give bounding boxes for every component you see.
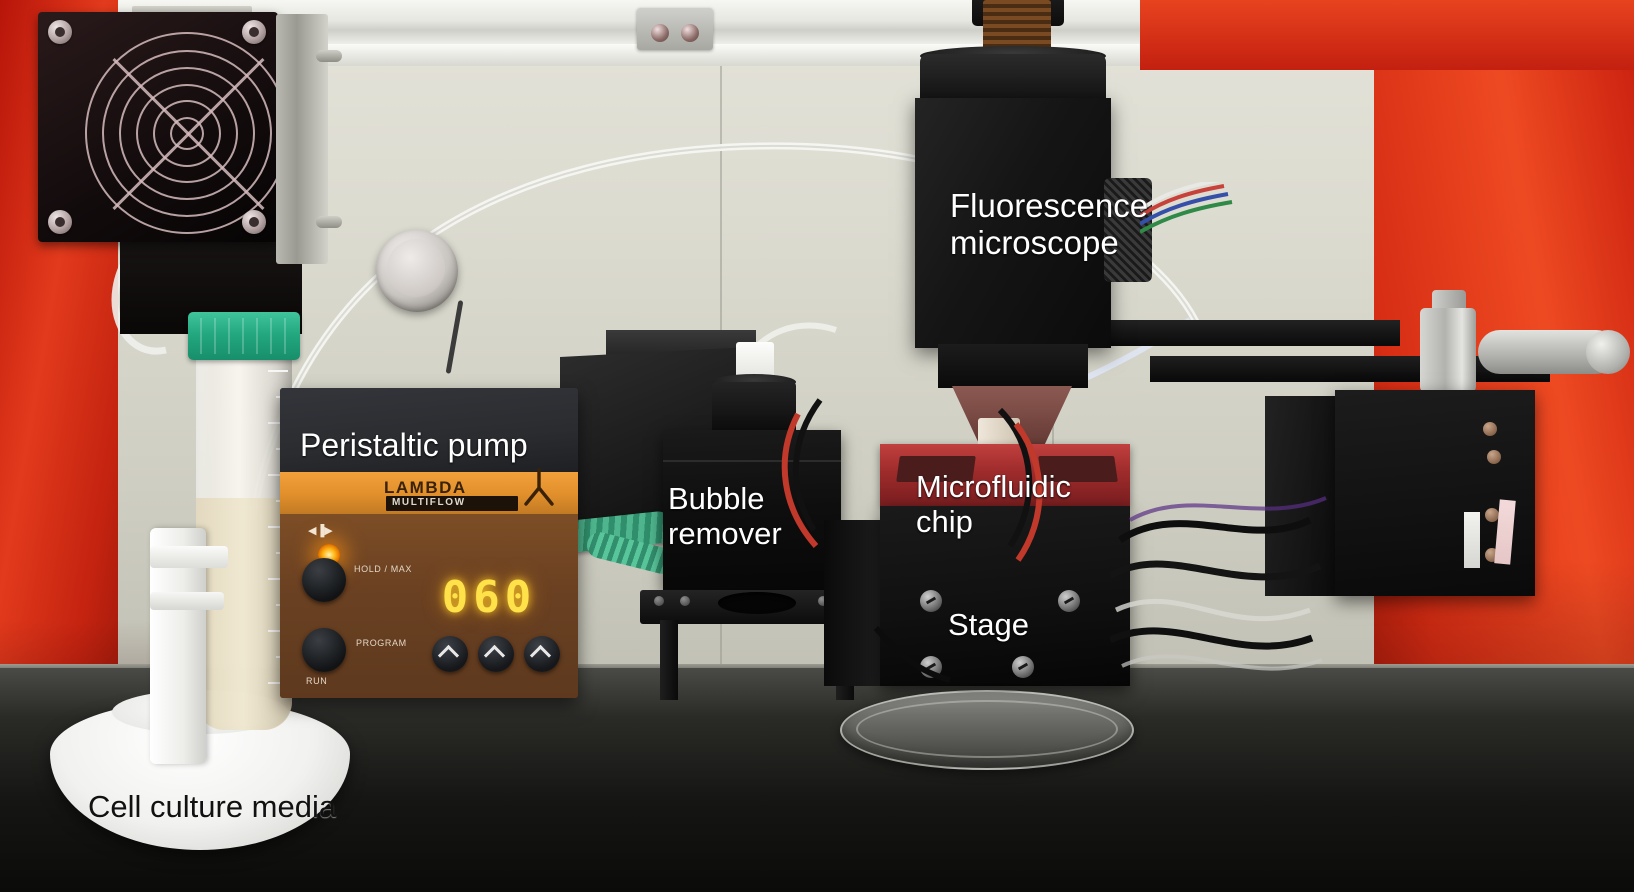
conical-tube-50ml xyxy=(196,330,292,730)
conical-tube-cap-green[interactable] xyxy=(188,312,300,360)
back-panel-knob[interactable] xyxy=(376,230,458,312)
pump-up-arrow-button-1[interactable] xyxy=(432,636,468,672)
pump-direction-icons: ◀▐▶ xyxy=(308,525,333,537)
label-stage: Stage xyxy=(948,607,1030,642)
pump-brand-label: LAMBDA xyxy=(384,478,467,497)
microscope-wire-bundle xyxy=(1140,182,1233,234)
pump-top-panel xyxy=(280,388,578,472)
fan-screw-br xyxy=(242,210,266,234)
pump-model-plate: MULTIFLOW xyxy=(386,496,518,511)
fan-grill xyxy=(84,32,290,236)
reservoir-post-clamp-lower xyxy=(150,592,224,610)
translation-stage-white-label xyxy=(1464,512,1480,568)
chip-tubing-and-wires xyxy=(781,398,1043,683)
reservoir-post-clamp-upper xyxy=(150,546,228,568)
fan-screw-tr xyxy=(242,20,266,44)
micrometer-vertical-barrel[interactable] xyxy=(1420,308,1476,392)
label-fluorescence-microscope: Fluorescence microscope xyxy=(950,187,1149,261)
fan-bracket-tab-top xyxy=(316,50,342,62)
fan-bracket-tab-bottom xyxy=(316,216,342,228)
pump-model-label: MULTIFLOW xyxy=(392,497,466,508)
fan-housing xyxy=(38,12,289,242)
label-peristaltic-pump: Peristaltic pump xyxy=(300,427,528,463)
pump-flow-display: 060 xyxy=(426,571,552,623)
pump-hold-max-button[interactable] xyxy=(302,558,346,602)
microscope-stage-body xyxy=(880,506,1130,686)
pump-run-button[interactable] xyxy=(302,628,346,672)
cable-bundle xyxy=(1110,496,1327,671)
label-cell-culture-media: Cell culture media xyxy=(88,789,337,824)
bubble-remover-base-aperture xyxy=(718,592,796,614)
bubble-remover-seam xyxy=(663,460,841,462)
stage-screw-lower-right xyxy=(1012,656,1034,678)
micrometer-horizontal-thimble[interactable] xyxy=(1586,330,1630,374)
pump-up-arrow-button-3[interactable] xyxy=(524,636,560,672)
pump-up-arrow-button-2[interactable] xyxy=(478,636,514,672)
label-microfluidic-chip: Microfluidic chip xyxy=(916,469,1072,539)
fluorescence-microscope-body xyxy=(915,98,1111,348)
fan-screw-tl xyxy=(48,20,72,44)
pump-run-label: RUN xyxy=(306,676,328,686)
pump-display-value: 060 xyxy=(441,571,537,623)
bubble-remover-cylinder xyxy=(712,382,796,432)
microscope-support-arm xyxy=(1070,320,1400,346)
peristaltic-pump-unit[interactable]: LAMBDA MULTIFLOW ◀▐▶ HOLD / MAX PROGRAM … xyxy=(280,388,578,698)
petri-dish-inner-rim xyxy=(856,700,1118,758)
fan-screw-bl xyxy=(48,210,72,234)
bubble-remover-body xyxy=(663,430,841,590)
stage-side-block xyxy=(824,520,882,686)
media-liquid-level xyxy=(196,498,292,730)
label-bubble-remover: Bubble remover xyxy=(668,481,782,551)
microscope-lower-housing xyxy=(938,344,1088,388)
translation-stage-left-block xyxy=(1265,396,1343,596)
cooling-fan-assembly xyxy=(8,6,342,334)
bubble-remover-leg-left xyxy=(660,620,678,700)
lambda-logo-icon xyxy=(524,468,554,506)
stage-screw-left xyxy=(920,590,942,612)
pump-branding: LAMBDA MULTIFLOW xyxy=(384,468,560,512)
stage-screw-right xyxy=(1058,590,1080,612)
red-wall-top-right xyxy=(1140,0,1634,70)
pump-hold-max-label: HOLD / MAX xyxy=(354,564,413,574)
cabinet-hinge-left xyxy=(637,8,713,50)
pump-program-label: PROGRAM xyxy=(356,638,407,648)
